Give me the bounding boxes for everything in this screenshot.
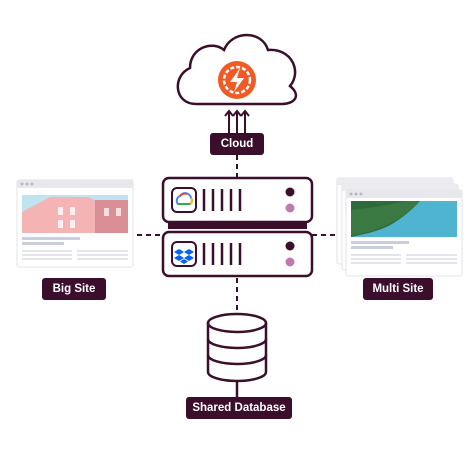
big-site-browser — [16, 179, 134, 268]
orange-gear-bolt-icon — [218, 61, 256, 99]
big-site-label: Big Site — [42, 278, 106, 300]
server-bottom — [161, 230, 314, 278]
multi-site-label: Multi Site — [363, 278, 433, 300]
google-cloud-icon — [171, 187, 197, 213]
browser-titlebar — [17, 180, 133, 188]
server-stack — [161, 176, 314, 278]
database-cylinder-icon — [206, 312, 268, 397]
coastline-image — [351, 201, 457, 237]
browser-titlebar — [346, 190, 462, 198]
building-image — [22, 195, 128, 233]
server-connector — [168, 221, 307, 229]
cloud-label: Cloud — [210, 133, 264, 155]
cloud-uplink-arrows — [224, 109, 250, 134]
dropbox-icon — [171, 241, 197, 267]
cloud-node — [176, 33, 298, 134]
server-leds — [285, 187, 295, 267]
multi-site-browsers — [336, 177, 463, 277]
shared-database-label: Shared Database — [186, 397, 292, 419]
server-vents — [202, 189, 242, 265]
